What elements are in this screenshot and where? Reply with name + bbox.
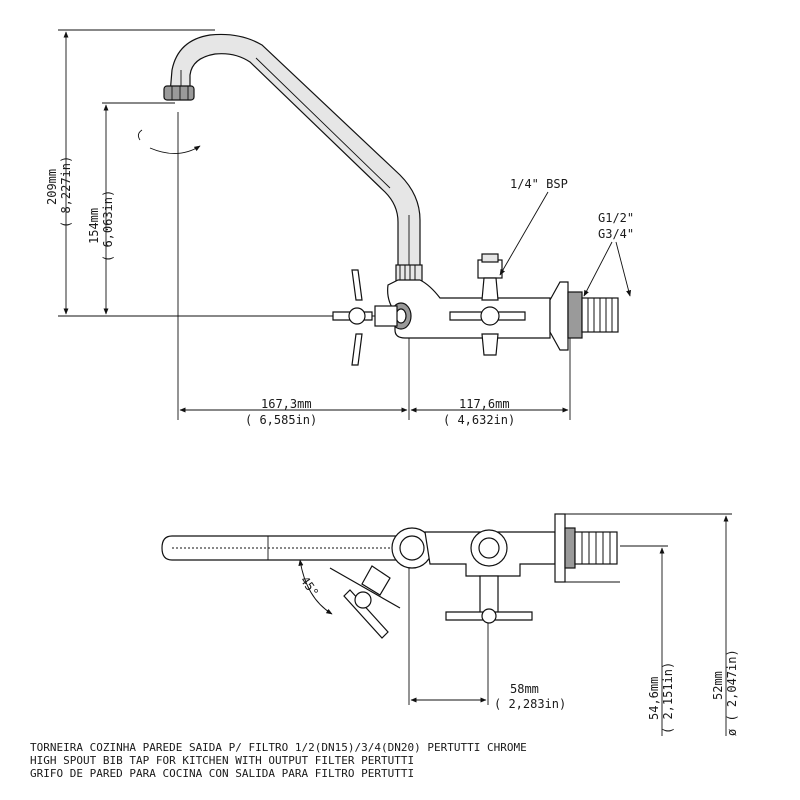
dim-offset-mm: 58mm — [510, 682, 539, 696]
dim-diameter-mm: 52mm — [711, 671, 725, 700]
front-view: 209mm ( 8,227in) 154mm ( 6,063in) 167,3m… — [45, 29, 634, 427]
dim-body-in: ( 4,632in) — [443, 413, 515, 427]
tap-body — [387, 279, 551, 339]
aerator — [163, 85, 195, 101]
callout-g-half: G1/2" — [598, 211, 634, 225]
dim-offset-in: ( 2,283in) — [494, 697, 566, 711]
wall-flange — [549, 281, 569, 351]
right-valve — [449, 253, 526, 356]
dim-angle: 45° — [298, 574, 322, 600]
spout-tube — [169, 33, 421, 269]
top-view: 45° 58mm ( 2,283in) 54,6mm ( 2,151in) 52… — [161, 513, 739, 736]
caption: TORNEIRA COZINHA PAREDE SAIDA P/ FILTRO … — [30, 741, 527, 780]
flange-top — [554, 513, 566, 583]
left-handle — [332, 269, 373, 366]
dim-depth-in: ( 2,151in) — [661, 662, 675, 734]
dim-154-mm: 154mm — [87, 208, 101, 244]
dim-reach-mm: 167,3mm — [261, 397, 312, 411]
callout-quarter-bsp: 1/4" BSP — [510, 177, 568, 191]
dim-209-mm: 209mm — [45, 169, 59, 205]
dim-body-mm: 117,6mm — [459, 397, 510, 411]
left-handle-top — [329, 565, 401, 639]
caption-es: GRIFO DE PARED PARA COCINA CON SALIDA PA… — [30, 767, 414, 780]
dim-diameter-in: ø ( 2,047in) — [725, 649, 739, 736]
inlet-thread — [567, 291, 619, 339]
dim-209-in: ( 8,227in) — [59, 156, 73, 228]
dim-154-in: ( 6,063in) — [101, 190, 115, 262]
caption-en: HIGH SPOUT BIB TAP FOR KITCHEN WITH OUTP… — [30, 754, 414, 767]
callout-g-three-quarter: G3/4" — [598, 227, 634, 241]
caption-pt: TORNEIRA COZINHA PAREDE SAIDA P/ FILTRO … — [30, 741, 527, 754]
dim-reach-in: ( 6,585in) — [245, 413, 317, 427]
dim-depth-mm: 54,6mm — [647, 677, 661, 720]
spout-top — [161, 535, 406, 561]
